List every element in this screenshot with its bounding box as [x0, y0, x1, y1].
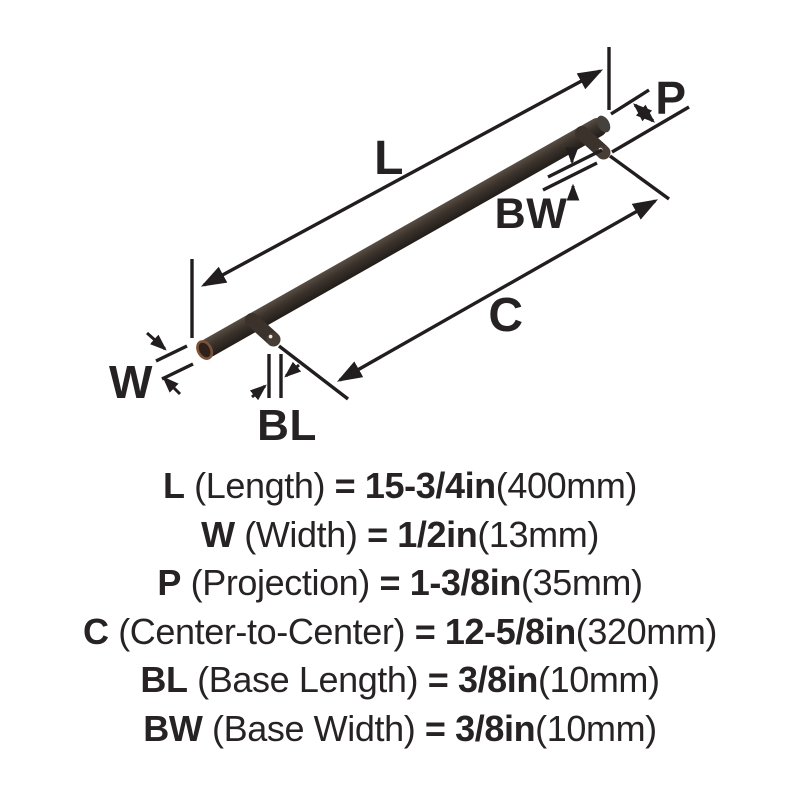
legend-symbol: BL [140, 659, 188, 701]
mounting-posts [245, 126, 611, 347]
dimension-W: W [109, 331, 194, 408]
legend-symbol: P [157, 562, 182, 604]
legend-metric: (400mm) [495, 465, 638, 506]
label-BL: BL [257, 401, 317, 450]
left-post-cap [266, 332, 281, 347]
legend-metric: (10mm) [538, 659, 660, 701]
legend-value: = 12-5/8in [414, 610, 577, 652]
legend-row-base-length: BL (Base Length) = 3/8in(10mm) [0, 656, 800, 705]
left-post-highlight [268, 334, 273, 339]
legend-value: = 3/8in [427, 659, 539, 701]
legend-row-projection: P (Projection) = 1-3/8in(35mm) [0, 559, 800, 608]
legend-symbol: W [201, 513, 235, 555]
legend-value: = 3/8in [424, 707, 536, 749]
legend-value: = 15-3/4in [334, 465, 497, 506]
legend-symbol: C [82, 610, 109, 652]
legend-metric: (13mm) [477, 513, 599, 555]
handle-left-end-cap [196, 340, 214, 360]
legend-row-center-to-center: C (Center-to-Center) = 12-5/8in(320mm) [0, 608, 800, 657]
label-BW: BW [495, 190, 568, 238]
dimension-C: C [277, 154, 671, 401]
legend-name: (Center-to-Center) [108, 610, 415, 652]
label-P: P [655, 72, 686, 124]
legend-row-width: W (Width) = 1/2in(13mm) [0, 511, 800, 560]
legend-name: (Base Length) [187, 659, 428, 701]
legend-value: = 1/2in [367, 513, 478, 555]
legend-metric: (320mm) [575, 610, 718, 652]
legend-name: (Length) [184, 465, 335, 506]
legend-metric: (35mm) [520, 562, 643, 604]
legend-name: (Width) [234, 513, 368, 555]
label-W: W [109, 356, 153, 408]
label-C: C [488, 289, 523, 342]
dimension-drawing: L P BW C W [109, 47, 690, 450]
dimension-BL: BL [249, 354, 317, 450]
legend-metric: (10mm) [535, 707, 657, 749]
dimension-P: P [610, 72, 690, 154]
legend-name: (Projection) [181, 562, 380, 604]
dimension-L: L [190, 47, 611, 338]
legend-name: (Base Width) [202, 707, 425, 749]
legend-row-length: L (Length) = 15-3/4in(400mm) [0, 462, 800, 511]
legend-symbol: BW [143, 707, 203, 749]
label-L: L [374, 132, 404, 185]
legend-symbol: L [162, 465, 185, 506]
dimension-legend: L (Length) = 15-3/4in(400mm) W (Width) =… [0, 462, 800, 754]
legend-row-base-width: BW (Base Width) = 3/8in(10mm) [0, 705, 800, 754]
legend-value: = 1-3/8in [379, 562, 522, 604]
